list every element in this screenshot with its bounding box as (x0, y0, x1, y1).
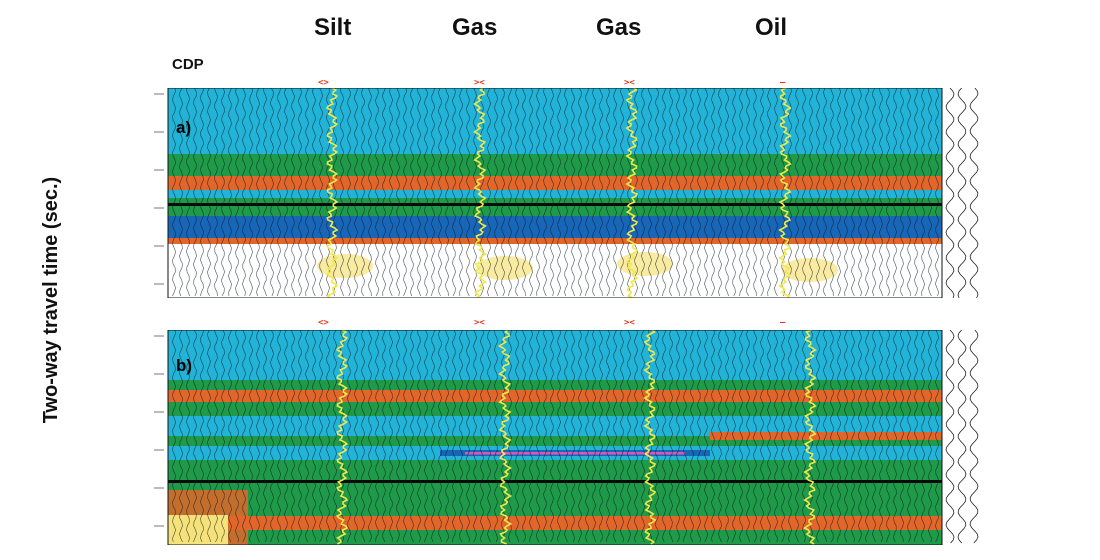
seismic-panel-a (154, 88, 979, 298)
seismic-panel-b (154, 330, 979, 545)
column-label-gas-1: Gas (452, 14, 498, 41)
column-label-gas-2: Gas (596, 14, 642, 41)
panel-tag-b: b) (176, 356, 193, 375)
panel-tag-a: a) (176, 118, 192, 137)
column-label-silt: Silt (314, 14, 352, 41)
y-axis-title: Two-way travel time (sec.) (40, 176, 62, 424)
cdp-label: CDP (172, 56, 204, 73)
column-label-oil: Oil (755, 14, 788, 41)
